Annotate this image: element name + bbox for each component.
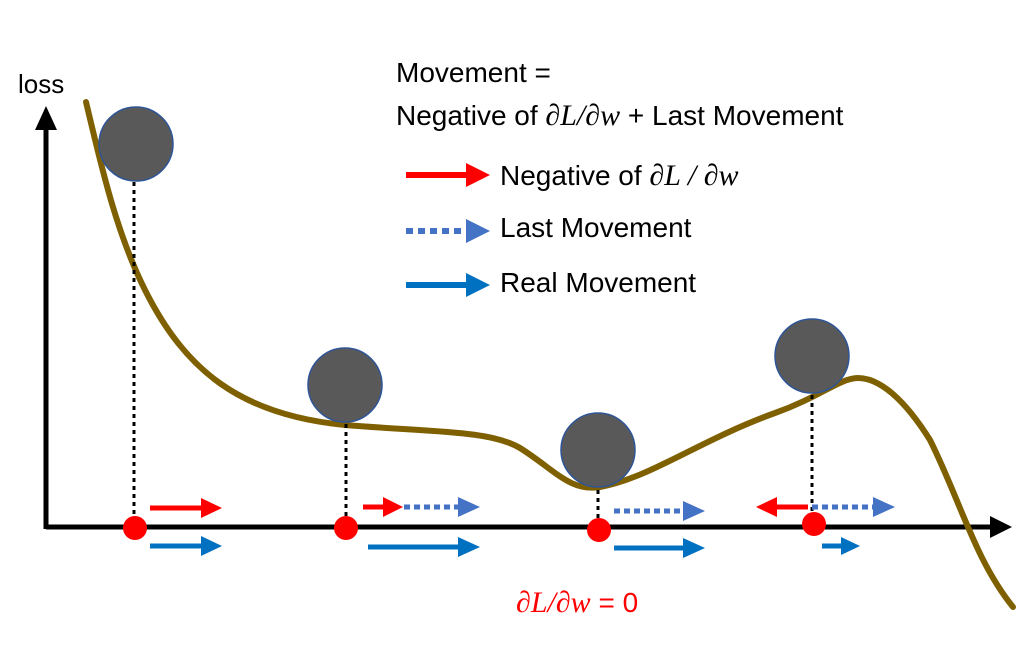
gradient-arrow xyxy=(150,498,222,518)
arrows-point-4 xyxy=(756,497,895,555)
arrows-point-1 xyxy=(150,498,222,556)
legend-item-gradient: Negative of ∂L / ∂w xyxy=(406,159,739,192)
legend: Negative of ∂L / ∂w Last Movement Real M… xyxy=(406,159,739,298)
real-movement-arrow xyxy=(614,538,705,558)
last-movement-arrow xyxy=(614,501,705,521)
ball xyxy=(560,412,636,488)
formula-line-1: Movement = xyxy=(396,57,551,88)
legend-label-prefix: Negative of xyxy=(500,160,649,191)
legend-label: Last Movement xyxy=(500,212,692,243)
real-movement-arrow xyxy=(822,537,860,555)
axis-point xyxy=(587,518,611,542)
formula-math: ∂L/∂w xyxy=(545,99,620,132)
drop-lines xyxy=(132,182,814,518)
legend-item-last-movement: Last Movement xyxy=(406,212,692,243)
real-movement-arrow xyxy=(368,537,480,557)
legend-label-math: ∂L / ∂w xyxy=(649,159,738,192)
last-movement-arrow xyxy=(812,497,895,517)
legend-label: Negative of ∂L / ∂w xyxy=(500,159,739,192)
axis-points xyxy=(123,512,826,542)
y-axis-label: loss xyxy=(18,69,64,99)
ball xyxy=(98,106,174,182)
axes xyxy=(35,106,1012,538)
zero-gradient-math: ∂L/∂w xyxy=(516,586,591,619)
formula-prefix: Negative of xyxy=(396,100,545,131)
x-axis-arrowhead xyxy=(990,516,1012,538)
loss-curve xyxy=(83,99,1016,610)
gradient-arrow xyxy=(756,497,808,517)
axis-point xyxy=(334,516,358,540)
real-movement-arrow xyxy=(150,536,222,556)
y-axis-arrowhead xyxy=(35,106,57,130)
arrows-point-3 xyxy=(614,501,705,558)
zero-gradient-suffix: = 0 xyxy=(591,587,638,618)
arrows-point-2 xyxy=(363,497,480,557)
ball xyxy=(307,347,383,423)
last-movement-arrow xyxy=(404,497,480,517)
axis-point xyxy=(802,512,826,536)
ball xyxy=(774,318,850,394)
formula-line-2: Negative of ∂L/∂w + Last Movement xyxy=(396,99,844,132)
balls xyxy=(98,106,850,488)
zero-gradient-label: ∂L/∂w = 0 xyxy=(516,586,638,619)
axis-point xyxy=(123,516,147,540)
gradient-arrow xyxy=(363,497,403,517)
legend-label: Real Movement xyxy=(500,267,696,298)
legend-item-real-movement: Real Movement xyxy=(406,267,696,298)
formula-suffix: + Last Movement xyxy=(620,100,844,131)
